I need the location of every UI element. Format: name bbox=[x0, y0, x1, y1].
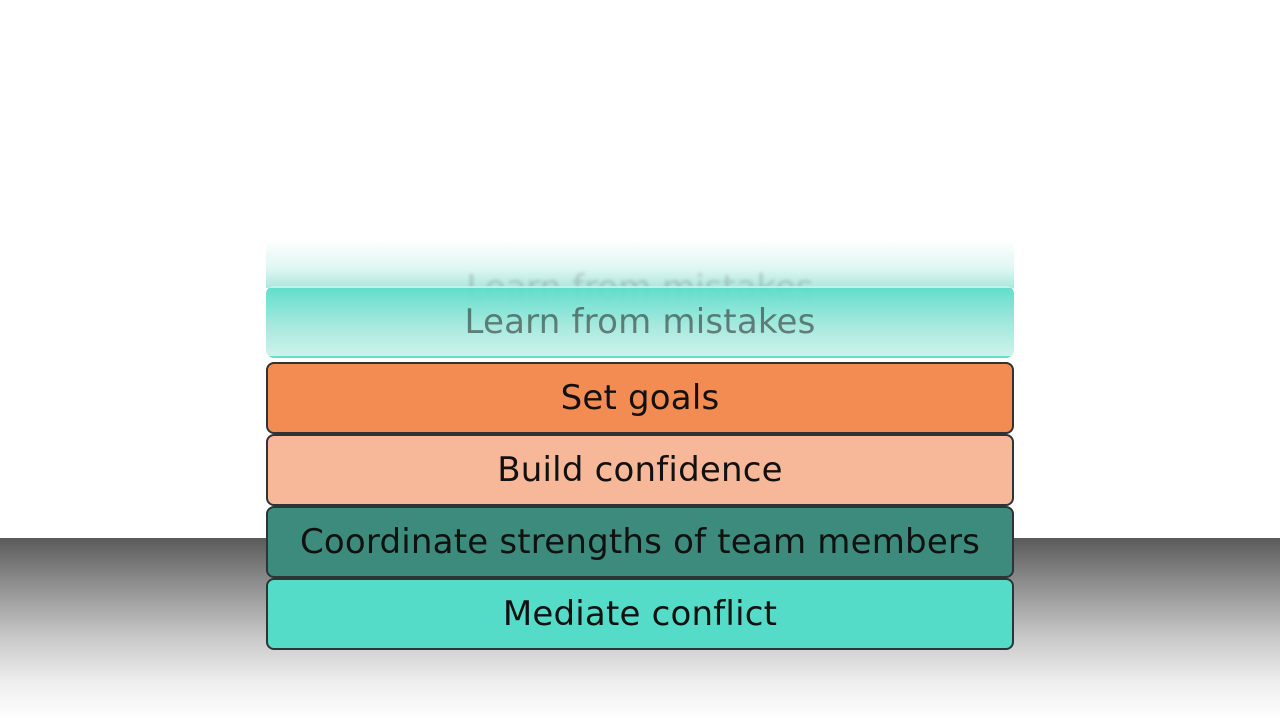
block-label: Learn from mistakes bbox=[464, 302, 816, 342]
block-label: Coordinate strengths of team members bbox=[299, 522, 981, 562]
block-stack: Learn from mistakes Learn from mistakes … bbox=[266, 240, 1014, 652]
block-label: Build confidence bbox=[497, 450, 783, 490]
motion-blur-trail bbox=[266, 240, 1014, 288]
block-label: Set goals bbox=[560, 378, 720, 418]
block-build-confidence: Build confidence bbox=[266, 434, 1014, 506]
block-set-goals: Set goals bbox=[266, 362, 1014, 434]
block-learn-from-mistakes: Learn from mistakes bbox=[266, 286, 1014, 358]
block-label: Mediate conflict bbox=[502, 594, 778, 634]
block-coordinate-strengths: Coordinate strengths of team members bbox=[266, 506, 1014, 578]
block-mediate-conflict: Mediate conflict bbox=[266, 578, 1014, 650]
